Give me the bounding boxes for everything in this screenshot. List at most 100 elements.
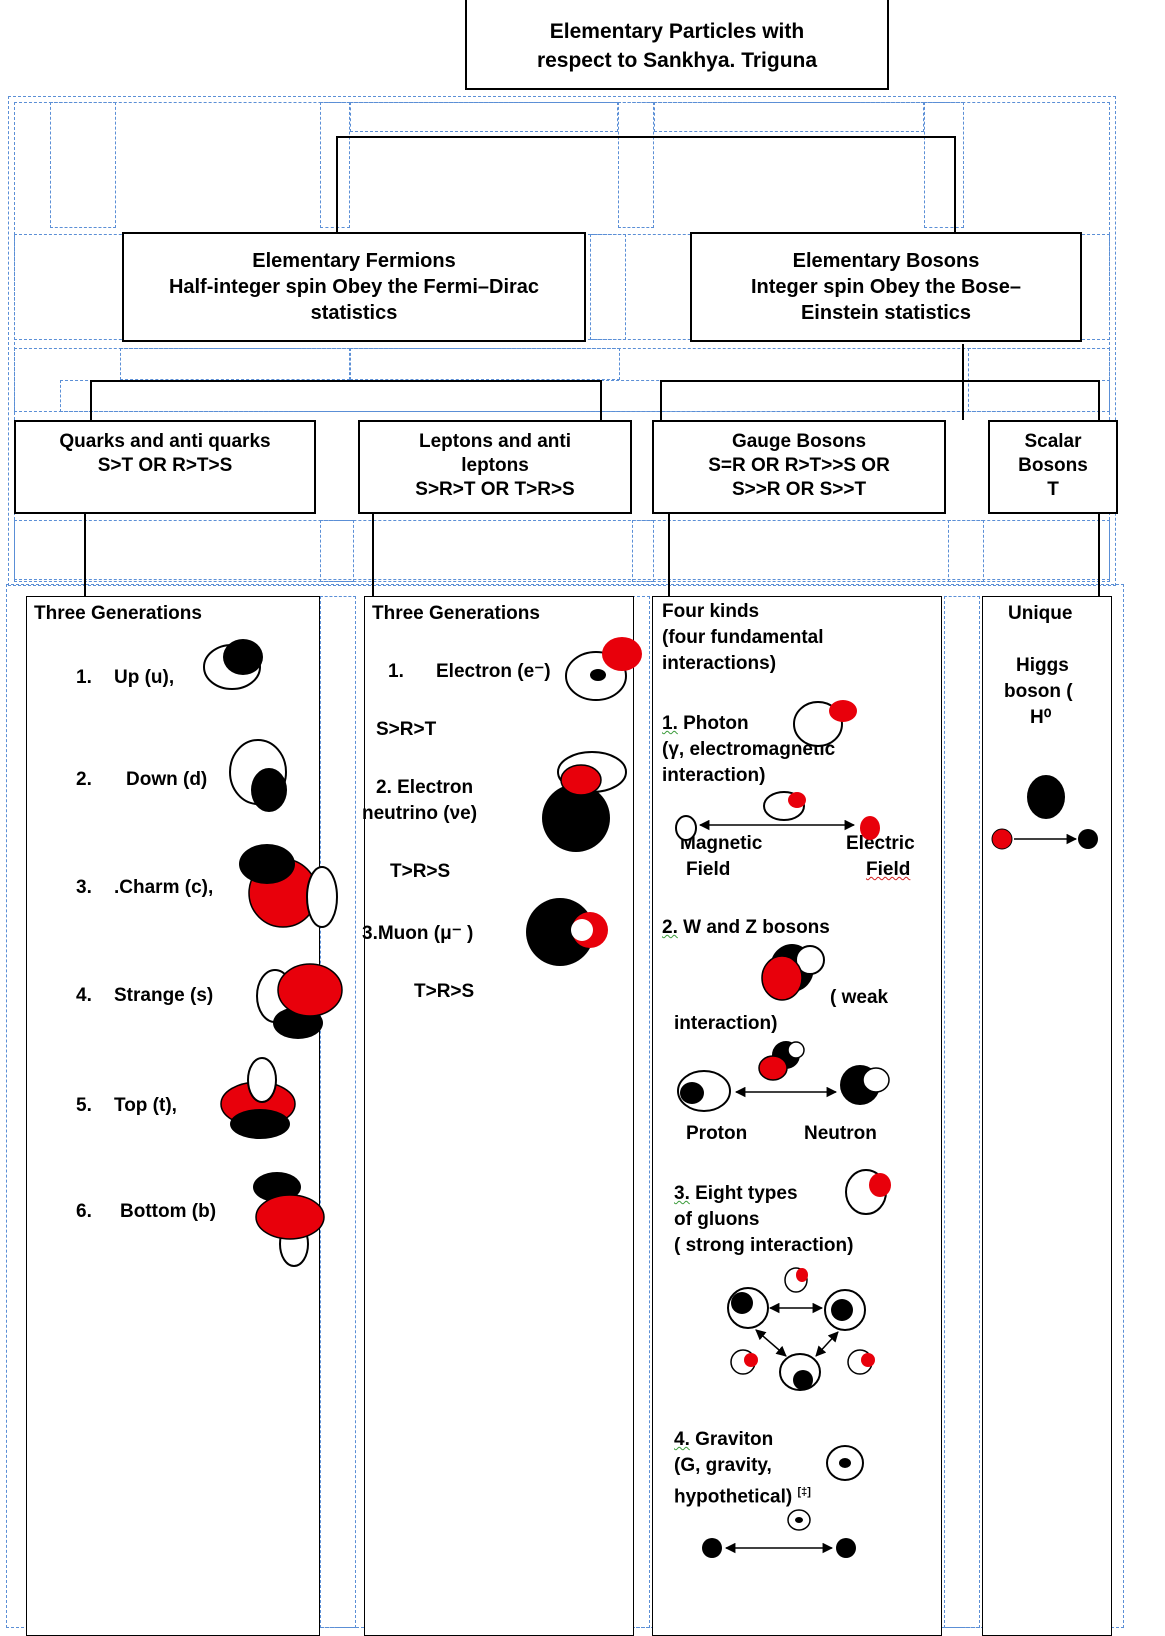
diagram-title-line1: Elementary Particles with <box>549 20 805 43</box>
quark-label-6: Bottom (b) <box>120 1201 217 1222</box>
higgs-label-1: Higgs <box>1016 655 1069 676</box>
quark-label-3: .Charm (c), <box>114 877 214 898</box>
higgs-label-3: H⁰ <box>1030 707 1052 728</box>
graviton-ref: [‡] <box>797 1486 811 1498</box>
gauge-rule-2: S>>R OR S>>T <box>731 479 867 500</box>
leptons-rule: S>R>T OR T>R>S <box>415 479 575 500</box>
bosons-box: Elementary Bosons Integer spin Obey the … <box>690 232 1082 342</box>
gauge-heading-3: interactions) <box>662 653 777 674</box>
leptons-title-1: Leptons and anti <box>419 431 571 452</box>
neutron-label: Neutron <box>804 1123 877 1144</box>
gauge-title: Gauge Bosons <box>731 431 867 452</box>
electron-label: Electron (e⁻) <box>436 661 551 682</box>
fermions-desc-1: Half-integer spin Obey the Fermi–Dirac <box>168 276 540 298</box>
quark-label-5: Top (t), <box>114 1095 177 1116</box>
gluon-desc-2: ( strong interaction) <box>674 1235 854 1256</box>
higgs-label-2: boson ( <box>1004 681 1073 702</box>
graviton-desc-1: (G, gravity, <box>674 1455 772 1476</box>
gluon-desc-1: of gluons <box>674 1209 760 1230</box>
top-quark-shape <box>220 1057 296 1139</box>
fermions-title: Elementary Fermions <box>252 250 456 272</box>
quarks-rule: S>T OR R>T>S <box>97 455 233 476</box>
fermions-desc-2: statistics <box>310 302 398 324</box>
graviton-title: Graviton <box>689 1429 774 1450</box>
scalar-box: Scalar Bosons T <box>988 420 1118 514</box>
weak-label-2: interaction) <box>674 1013 778 1034</box>
photon-desc-1: (γ, electromagnetic <box>662 739 836 760</box>
electron-num: 1. <box>388 661 404 682</box>
diagram-title-box: Elementary Particles with respect to San… <box>465 0 889 90</box>
electric-label-1: Electric <box>846 833 915 854</box>
gauge-heading-2: (four fundamental <box>662 627 824 648</box>
wz-title: W and Z bosons <box>677 917 830 938</box>
fermions-box: Elementary Fermions Half-integer spin Ob… <box>122 232 586 342</box>
bosons-desc-2: Einstein statistics <box>800 302 972 324</box>
wz-label: 2. W and Z bosons <box>662 916 830 940</box>
fermion-bracket <box>90 380 602 420</box>
electron-neutrino-shape <box>542 751 627 852</box>
electric-label-2: Field <box>866 859 911 880</box>
graviton-desc-text: hypothetical) <box>674 1486 793 1508</box>
quark-num-3: 3. <box>76 877 92 898</box>
connector-frame <box>336 136 956 232</box>
quark-label-2: Down (d) <box>126 769 208 790</box>
photon-title: Photon <box>677 713 749 734</box>
gauge-box: Gauge Bosons S=R OR R>T>>S OR S>>R OR S>… <box>652 420 946 514</box>
graviton-shape <box>702 1445 864 1558</box>
graviton-num: 4. <box>674 1429 690 1450</box>
strange-quark-shape <box>256 963 343 1039</box>
quark-num-2: 2. <box>76 769 92 790</box>
leptons-box: Leptons and anti leptons S>R>T OR T>R>S <box>358 420 632 514</box>
weak-label-1: ( weak <box>830 987 889 1008</box>
quarks-box: Quarks and anti quarks S>T OR R>T>S <box>14 420 316 514</box>
quark-num-1: 1. <box>76 667 92 688</box>
wz-num: 2. <box>662 917 678 938</box>
scalar-title-1: Scalar <box>1024 431 1082 452</box>
gauge-rule-1: S=R OR R>T>>S OR <box>708 455 890 476</box>
gluon-num: 3. <box>674 1183 690 1204</box>
photon-desc-2: interaction) <box>662 765 766 786</box>
bosons-title: Elementary Bosons <box>792 250 980 272</box>
proton-label: Proton <box>686 1123 748 1144</box>
bottom-quark-shape <box>253 1172 325 1267</box>
quark-label-4: Strange (s) <box>114 985 214 1006</box>
higgs-boson-shape <box>991 775 1098 850</box>
neutrino-label-2: neutrino (νe) <box>362 803 478 824</box>
gauge-column <box>652 596 942 1636</box>
quark-num-5: 5. <box>76 1095 92 1116</box>
muon-label: 3.Muon (μ⁻ ) <box>362 923 474 944</box>
graviton-label: 4. Graviton <box>674 1428 773 1452</box>
neutrino-label-1: 2. Electron <box>376 777 474 798</box>
scalar-rule: T <box>1047 479 1059 500</box>
scalar-title-2: Bosons <box>1018 455 1088 476</box>
w-z-boson-shape <box>677 944 890 1112</box>
boson-bracket <box>660 344 964 420</box>
gluon-title: Eight types <box>689 1183 798 1204</box>
muon-shape <box>526 898 608 966</box>
scalar-heading: Unique <box>1008 603 1073 624</box>
quarks-title: Quarks and anti quarks <box>59 431 271 452</box>
up-quark-shape <box>203 639 263 690</box>
lepton-rule-2: T>R>S <box>390 861 451 882</box>
lepton-rule-1: S>R>T <box>376 719 437 740</box>
quark-num-6: 6. <box>76 1201 92 1222</box>
leptons-heading: Three Generations <box>372 603 540 624</box>
gluon-label: 3. Eight types <box>674 1182 798 1206</box>
electron-shape <box>565 637 642 701</box>
charm-quark-shape <box>239 844 338 928</box>
bosons-desc-1: Integer spin Obey the Bose– <box>750 276 1022 298</box>
gauge-heading-1: Four kinds <box>662 601 760 622</box>
lepton-rule-3: T>R>S <box>414 981 475 1002</box>
gluon-shape <box>727 1169 891 1391</box>
quark-num-4: 4. <box>76 985 92 1006</box>
down-quark-shape <box>229 739 287 812</box>
magnetic-label-2: Field <box>686 859 731 880</box>
photon-shape <box>675 700 880 841</box>
diagram-title-line2: respect to Sankhya. Triguna <box>536 49 818 72</box>
quarks-heading: Three Generations <box>34 603 202 624</box>
graviton-desc-2: hypothetical) [‡] <box>674 1480 811 1509</box>
quark-label-1: Up (u), <box>114 667 175 688</box>
magnetic-label-1: Magnetic <box>680 833 763 854</box>
leptons-title-2: leptons <box>461 455 529 476</box>
